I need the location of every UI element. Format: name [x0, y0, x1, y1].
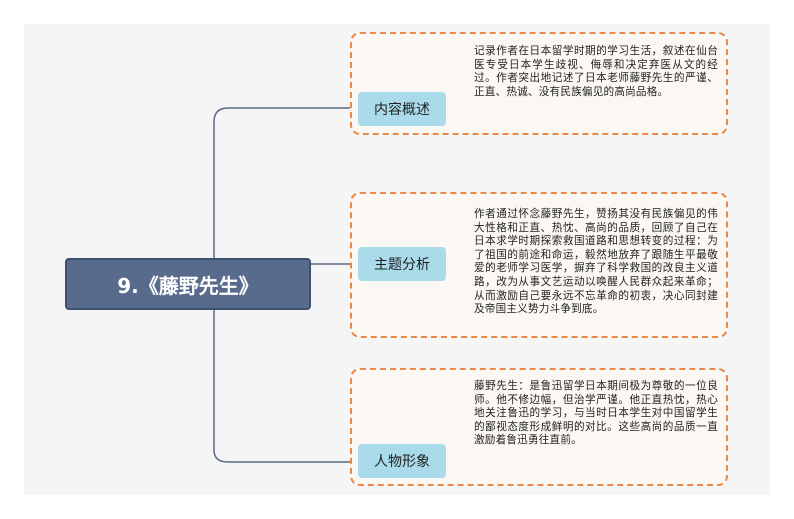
- branch-node-content-summary[interactable]: 内容概述: [358, 92, 446, 126]
- branch-label: 主题分析: [374, 257, 430, 273]
- branch-text-theme-analysis: 作者通过怀念藤野先生，赞扬其没有民族偏见的伟大性格和正直、热忱、高尚的品质，回顾…: [474, 208, 718, 316]
- branch-node-character-image[interactable]: 人物形象: [358, 444, 446, 478]
- branch-label: 内容概述: [374, 102, 430, 118]
- branch-text-content-summary: 记录作者在日本留学时期的学习生活，叙述在仙台医专受日本学生歧视、侮辱和决定弃医从…: [474, 45, 718, 98]
- branch-node-theme-analysis[interactable]: 主题分析: [358, 247, 446, 281]
- root-node[interactable]: 9.《藤野先生》: [65, 258, 311, 310]
- root-title: 9.《藤野先生》: [117, 273, 259, 298]
- branch-text-character-image: 藤野先生：是鲁迅留学日本期间极为尊敬的一位良师。他不修边幅，但治学严谨。他正直热…: [474, 380, 718, 447]
- branch-label: 人物形象: [374, 454, 430, 470]
